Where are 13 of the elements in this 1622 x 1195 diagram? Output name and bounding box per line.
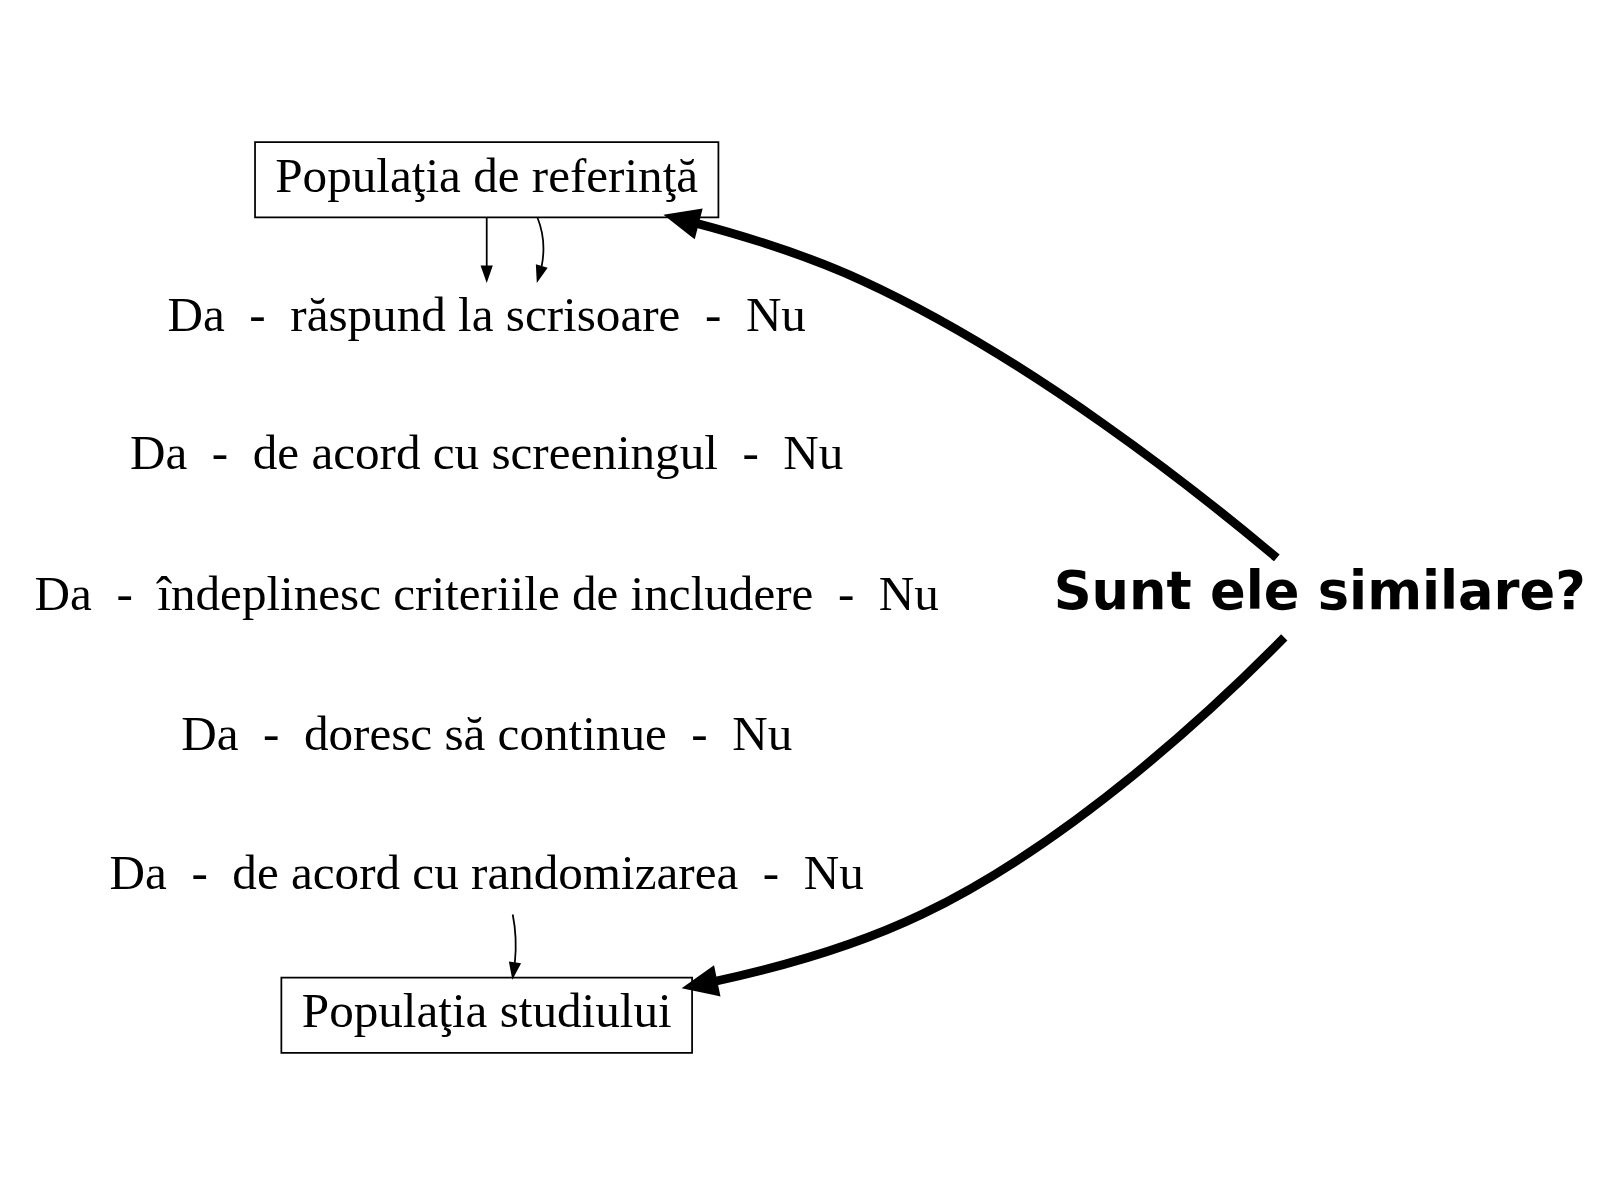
arrow	[508, 913, 522, 980]
node-box: Populaţia studiului	[280, 976, 693, 1054]
node-box: Populaţia de referinţă	[254, 141, 720, 219]
node-text: Da - răspund la scrisoare - Nu	[167, 286, 806, 342]
arrow	[535, 216, 548, 283]
node-text: Da - de acord cu randomizarea - Nu	[109, 844, 864, 900]
arrow	[663, 208, 1280, 562]
arrow	[480, 216, 493, 283]
node-text: Sunt ele similare?	[1053, 559, 1586, 621]
node-text: Da - de acord cu screeningul - Nu	[130, 425, 844, 481]
node-text: Da - îndeplinesc criteriile de includere - Nu	[34, 565, 939, 621]
arrow	[681, 634, 1288, 997]
node-text: Da - doresc să continue - Nu	[181, 706, 793, 762]
